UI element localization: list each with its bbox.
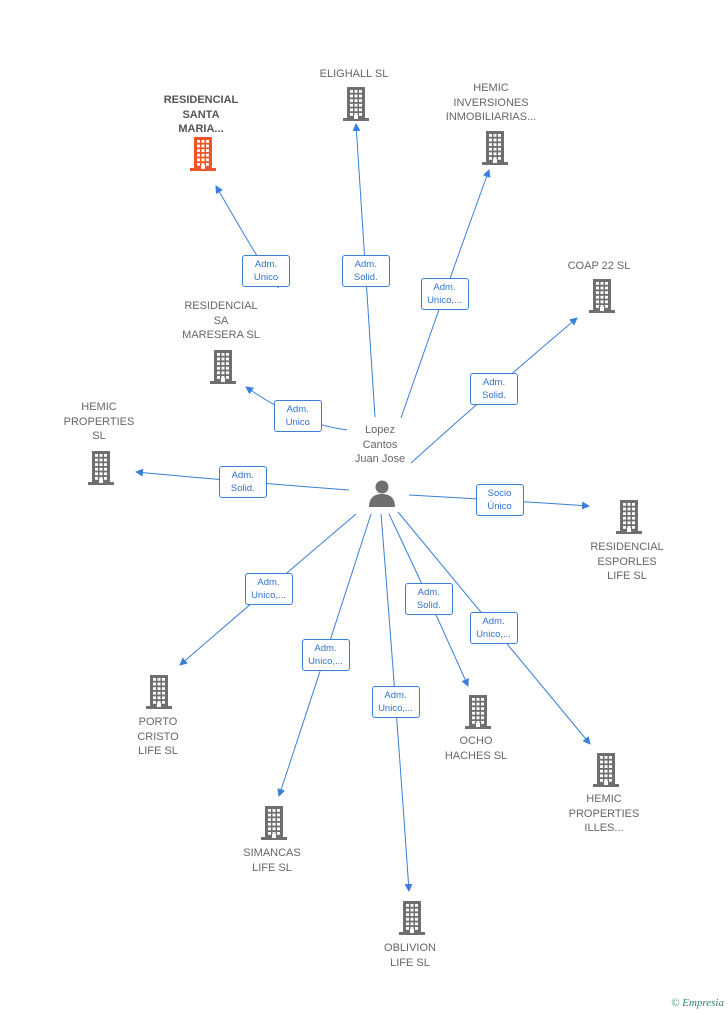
edge-label-hemic-properties-illes[interactable]: Adm. Unico,... [469, 611, 518, 644]
company-label-residencial-santa-maria[interactable]: RESIDENCIAL SANTA MARIA... [163, 94, 239, 135]
building-icon[interactable] [144, 674, 174, 710]
edge-label-residencial-esporles[interactable]: Socio Único [475, 484, 524, 517]
center-person-label[interactable]: Lopez Cantos Juan Jose [354, 424, 406, 465]
building-icon[interactable] [259, 805, 289, 841]
building-icon[interactable] [587, 278, 617, 314]
edge-label-simancas[interactable]: Adm. Unico,... [301, 638, 350, 671]
company-label-elighall[interactable]: ELIGHALL SL [319, 68, 389, 80]
edge-label-ocho-haches[interactable]: Adm. Solid. [404, 583, 453, 615]
building-icon[interactable] [591, 752, 621, 788]
building-icon[interactable] [463, 694, 493, 730]
copyright-icon: © [671, 997, 680, 1009]
company-label-coap-22[interactable]: COAP 22 SL [567, 260, 631, 272]
edge-label-porto-cristo[interactable]: Adm. Unico,... [244, 572, 293, 605]
company-label-porto-cristo[interactable]: PORTO CRISTO LIFE SL [137, 716, 179, 757]
edge-label-hemic-inversiones[interactable]: Adm. Unico,... [420, 278, 469, 310]
company-label-oblivion[interactable]: OBLIVION LIFE SL [384, 942, 436, 969]
empresia-credit: © Empresia [671, 997, 724, 1009]
building-icon[interactable] [480, 130, 510, 166]
building-icon[interactable] [614, 499, 644, 535]
company-label-residencial-sa-maresera[interactable]: RESIDENCIAL SA MARESERA SL [182, 300, 260, 341]
company-label-hemic-properties[interactable]: HEMIC PROPERTIES SL [63, 401, 135, 442]
company-label-hemic-inversiones[interactable]: HEMIC INVERSIONES INMOBILIARIAS... [445, 82, 537, 123]
building-icon[interactable] [86, 450, 116, 486]
company-label-ocho-haches[interactable]: OCHO HACHES SL [444, 735, 508, 762]
edge-label-residencial-santa-maria[interactable]: Adm. Unico [242, 254, 290, 287]
edge-label-hemic-properties[interactable]: Adm. Solid. [218, 465, 267, 498]
edge-label-coap-22[interactable]: Adm. Solid. [470, 373, 518, 406]
edge-label-oblivion[interactable]: Adm. Unico,... [371, 685, 420, 718]
building-icon[interactable] [397, 900, 427, 936]
company-label-simancas[interactable]: SIMANCAS LIFE SL [243, 847, 301, 874]
building-icon[interactable] [341, 86, 371, 122]
company-label-residencial-esporles[interactable]: RESIDENCIAL ESPORLES LIFE SL [590, 541, 664, 582]
person-icon[interactable] [367, 478, 397, 508]
building-icon[interactable] [208, 349, 238, 385]
edge-label-residencial-sa-maresera[interactable]: Adm. Unico [273, 400, 322, 433]
edge-label-elighall[interactable]: Adm. Solid. [341, 255, 390, 288]
brand-name: Empresia [682, 997, 724, 1009]
building-icon[interactable] [188, 136, 218, 172]
company-label-hemic-properties-illes[interactable]: HEMIC PROPERTIES ILLES... [568, 793, 640, 834]
